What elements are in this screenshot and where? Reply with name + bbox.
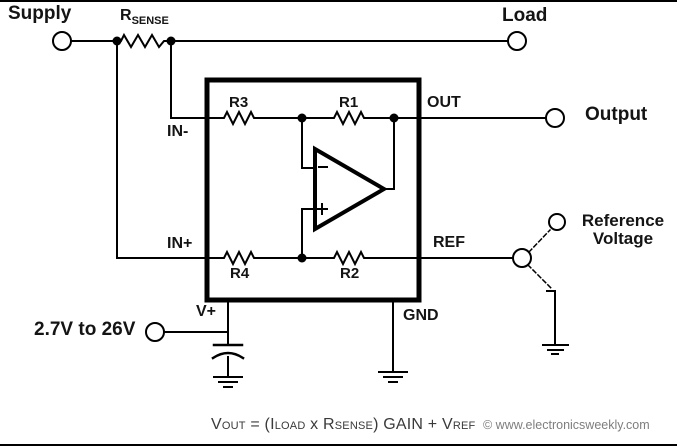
output-formula: VOUT = (ILOAD x RSENSE) GAIN + VREF [211, 416, 476, 433]
bottom-border [0, 444, 677, 446]
ref-pin-label: REF [433, 234, 465, 251]
vplus-pin-label: V+ [196, 303, 217, 320]
vplus-ground-icon [213, 376, 243, 388]
r2-label: R2 [340, 265, 360, 282]
load-label: Load [502, 5, 548, 26]
reference-voltage-terminal [548, 213, 566, 231]
junction-dot [297, 253, 307, 263]
in-plus-wire [116, 40, 208, 259]
supply-range-terminal [145, 322, 165, 342]
r4-label: R4 [230, 265, 250, 282]
watermark: © www.electronicsweekly.com [483, 418, 650, 432]
r4-r2-wire [206, 249, 420, 267]
r3-label: R3 [229, 94, 249, 111]
junction-dot [297, 113, 307, 123]
load-terminal [507, 31, 527, 51]
ref-switch-node [512, 248, 532, 268]
rsense-label: RSENSE [120, 7, 169, 27]
ref-ground-icon [542, 344, 569, 355]
out-pin-label: OUT [427, 94, 461, 111]
opamp-output-wire [383, 117, 395, 190]
in-minus-label: IN- [167, 123, 189, 140]
supply-label: Supply [8, 3, 72, 24]
supply-range-label: 2.7V to 26V [34, 319, 136, 340]
rsense-resistor [116, 32, 172, 49]
ref-switch-dashed-up [527, 228, 552, 254]
output-label: Output [585, 104, 648, 125]
opamp-triangle [313, 145, 388, 233]
junction-dot [389, 113, 399, 123]
junction-dot [112, 36, 122, 46]
gnd-ground-icon [378, 371, 408, 383]
output-terminal [545, 108, 565, 128]
junction-dot [166, 36, 176, 46]
opamp-plus-icon [316, 203, 328, 215]
supply-terminal [52, 31, 72, 51]
opamp-noninverting-stub [301, 208, 316, 259]
top-border [0, 0, 677, 2]
reference-voltage-label: Reference Voltage [581, 211, 665, 248]
ref-ground-wire [546, 290, 556, 345]
ref-switch-dashed-down [526, 263, 554, 291]
ic-body [204, 77, 422, 303]
capacitor-bottom-plate [211, 351, 245, 360]
in-plus-label: IN+ [167, 235, 193, 252]
gnd-pin-label: GND [403, 307, 439, 324]
r3-r1-wire [206, 109, 420, 127]
in-minus-wire [170, 40, 208, 119]
r1-label: R1 [339, 94, 359, 111]
opamp-inverting-stub [301, 117, 316, 169]
